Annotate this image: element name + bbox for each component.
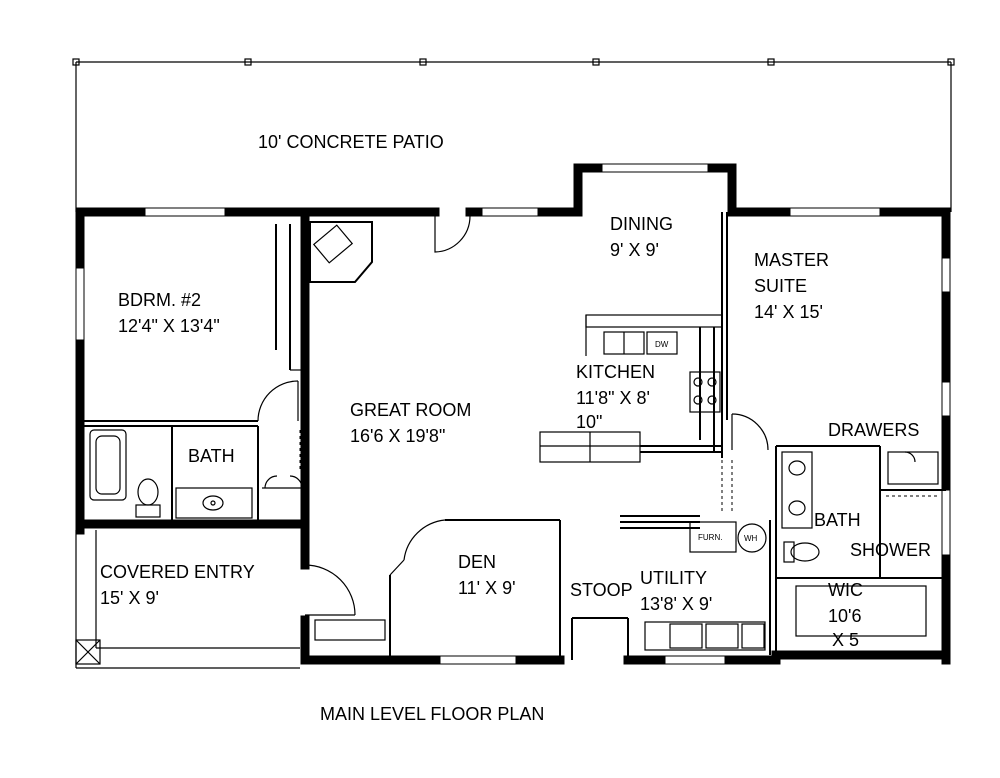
plan-caption: MAIN LEVEL FLOOR PLAN: [320, 704, 544, 724]
dining-size: 9' X 9': [610, 240, 659, 260]
master-size: 14' X 15': [754, 302, 823, 322]
patio-post-icons: [72, 58, 955, 66]
den-label: DEN: [458, 552, 496, 572]
great-room-size: 16'6 X 19'8": [350, 426, 445, 446]
fireplace-icon: [309, 221, 373, 283]
window-icons: [75, 163, 951, 665]
furnace-icon: FURN.: [689, 521, 737, 553]
room-labels: 10' CONCRETE PATIO DINING 9' X 9' MASTER…: [100, 132, 931, 650]
dishwasher-icon: DW: [646, 331, 678, 355]
covered-entry-label: COVERED ENTRY: [100, 562, 255, 582]
svg-text:FURN.: FURN.: [698, 533, 722, 542]
den-size: 11' X 9': [458, 578, 516, 598]
bath-left-label: BATH: [188, 446, 235, 466]
bedroom-label: BDRM. #2: [118, 290, 201, 310]
utility-sink-icon: [741, 623, 765, 649]
range-icon: [689, 371, 721, 413]
utility-size: 13'8' X 9': [640, 594, 712, 614]
water-heater-icon: WH: [737, 523, 767, 553]
patio-label: 10' CONCRETE PATIO: [258, 132, 444, 152]
master-label: MASTER: [754, 250, 829, 270]
utility-label: UTILITY: [640, 568, 707, 588]
covered-entry-size: 15' X 9': [100, 588, 159, 608]
great-room-label: GREAT ROOM: [350, 400, 471, 420]
kitchen-size: 11'8" X 8': [576, 388, 650, 408]
interior-walls: DW: [75, 212, 946, 669]
kitchen-sink-icon: [603, 331, 645, 355]
dryer-icon: [669, 623, 703, 649]
exterior-walls: [75, 163, 951, 665]
kitchen-size-2: 10": [576, 412, 602, 432]
patio-area: [72, 58, 955, 212]
svg-text:WH: WH: [744, 534, 758, 543]
wic-label: WIC: [828, 580, 863, 600]
svg-text:DW: DW: [655, 340, 669, 349]
kitchen-label: KITCHEN: [576, 362, 655, 382]
bath-right-label: BATH: [814, 510, 861, 530]
washer-icon: [705, 623, 739, 649]
drawers-label: DRAWERS: [828, 420, 919, 440]
dining-label: DINING: [610, 214, 673, 234]
shower-label: SHOWER: [850, 540, 931, 560]
entry-post-icon: [75, 639, 101, 665]
wic-size-2: X 5: [832, 630, 859, 650]
stoop-label: STOOP: [570, 580, 633, 600]
kitchen-counter: [539, 314, 723, 463]
wic-size: 10'6: [828, 606, 861, 626]
bedroom-size: 12'4" X 13'4": [118, 316, 220, 336]
master-label-2: SUITE: [754, 276, 807, 296]
